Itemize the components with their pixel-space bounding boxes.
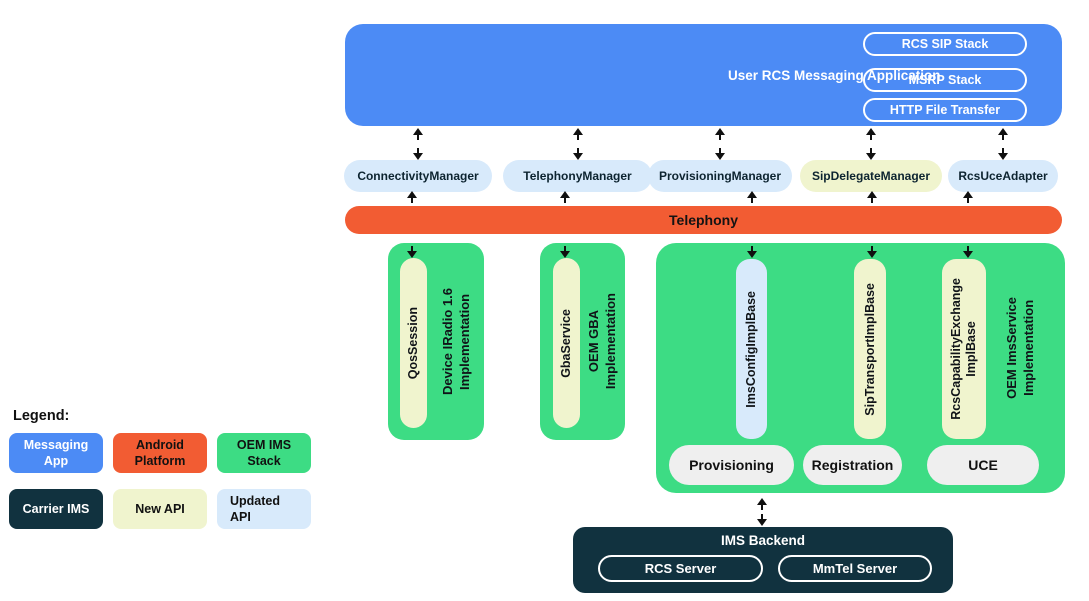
function-pill-provisioning: Provisioning	[669, 445, 794, 485]
function-pill-registration: Registration	[803, 445, 902, 485]
api-pill-siptransportimplbase: SipTransportImplBase	[854, 259, 886, 439]
manager-pill-sipdelegatemanager: SipDelegateManager	[800, 160, 942, 192]
legend-title: Legend:	[13, 408, 70, 424]
iradio-impl-label: Device IRadio 1.6 Implementation	[440, 287, 472, 395]
legend-item-android-platform: Android Platform	[113, 433, 207, 473]
arrow-down-icon	[406, 246, 418, 258]
api-pill-gbaservice-label: GbaService	[559, 308, 573, 378]
oem-box-iradio: QosSession Device IRadio 1.6 Implementat…	[388, 243, 484, 440]
ims-backend-box: IMS Backend RCS Server MmTel Server	[573, 527, 953, 593]
arrow-down-icon	[714, 148, 726, 160]
legend-item-updated-api: Updated API	[217, 489, 311, 529]
arrow-down-icon	[559, 246, 571, 258]
arrow-up-icon	[756, 498, 768, 510]
http-file-transfer-pill: HTTP File Transfer	[863, 98, 1027, 122]
arrow-down-icon	[412, 148, 424, 160]
imsservice-impl-label: OEM ImsService Implementation	[1004, 297, 1036, 399]
arrow-up-icon	[572, 128, 584, 140]
function-pill-uce: UCE	[927, 445, 1039, 485]
arrow-up-icon	[997, 128, 1009, 140]
rcs-sip-stack-pill: RCS SIP Stack	[863, 32, 1027, 56]
api-pill-rcscapabilityexchangeimplbase: RcsCapabilityExchange ImplBase	[942, 259, 986, 439]
arrow-up-icon	[559, 191, 571, 203]
arrow-up-icon	[962, 191, 974, 203]
arrow-down-icon	[997, 148, 1009, 160]
gba-impl-label: OEM GBA Implementation	[586, 292, 618, 390]
user-rcs-messaging-application-box: User RCS Messaging Application RCS SIP S…	[345, 24, 1062, 126]
app-box-title: User RCS Messaging Application	[728, 67, 941, 83]
arrow-up-icon	[865, 128, 877, 140]
api-pill-imsconfigimplbase: ImsConfigImplBase	[736, 259, 767, 439]
manager-pill-rcsuceadapter: RcsUceAdapter	[948, 160, 1058, 192]
arrow-down-icon	[962, 246, 974, 258]
arrow-up-icon	[746, 191, 758, 203]
arrow-up-icon	[714, 128, 726, 140]
oem-box-gba: GbaService OEM GBA Implementation	[540, 243, 625, 440]
manager-pill-provisioningmanager: ProvisioningManager	[648, 160, 792, 192]
manager-pill-telephonymanager: TelephonyManager	[503, 160, 652, 192]
msrp-stack-pill: MSRP Stack	[863, 68, 1027, 92]
api-pill-gbaservice: GbaService	[553, 258, 580, 428]
arrow-down-icon	[756, 514, 768, 526]
legend-item-messaging-app: Messaging App	[9, 433, 103, 473]
rcs-server-pill: RCS Server	[598, 555, 763, 582]
api-pill-qossession: QosSession	[400, 258, 427, 428]
arrow-down-icon	[572, 148, 584, 160]
arrow-up-icon	[412, 128, 424, 140]
api-pill-qossession-label: QosSession	[406, 306, 420, 380]
manager-pill-connectivitymanager: ConnectivityManager	[344, 160, 492, 192]
mmtel-server-pill: MmTel Server	[778, 555, 932, 582]
legend-item-carrier-ims: Carrier IMS	[9, 489, 103, 529]
legend-item-new-api: New API	[113, 489, 207, 529]
arrow-down-icon	[746, 246, 758, 258]
arrow-up-icon	[866, 191, 878, 203]
arrow-down-icon	[866, 246, 878, 258]
oem-imsservice-box: ImsConfigImplBase SipTransportImplBase R…	[656, 243, 1065, 493]
arrow-up-icon	[406, 191, 418, 203]
arrow-down-icon	[865, 148, 877, 160]
telephony-bar: Telephony	[345, 206, 1062, 234]
legend-item-oem-ims-stack: OEM IMS Stack	[217, 433, 311, 473]
ims-backend-title: IMS Backend	[720, 533, 806, 548]
